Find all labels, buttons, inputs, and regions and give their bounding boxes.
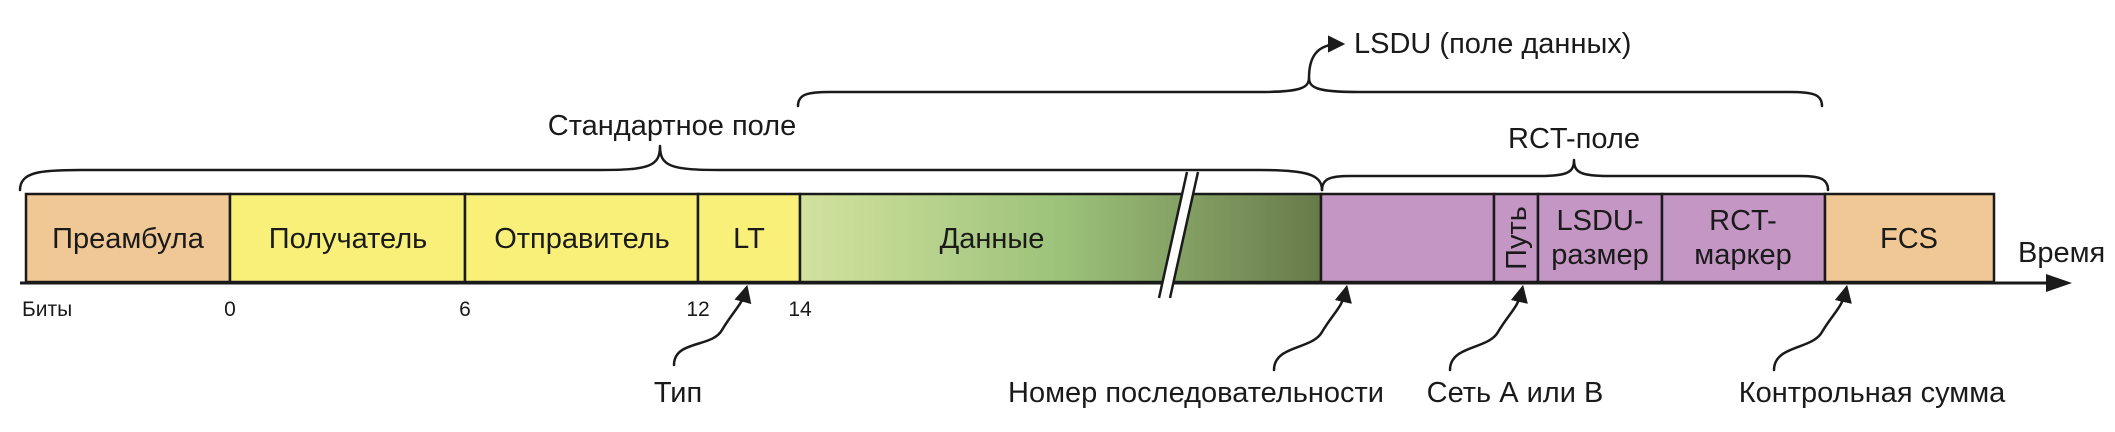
annotation-network: Сеть А или В [1427, 377, 1604, 409]
field-rct-marker-label-line2: маркер [1694, 239, 1791, 271]
annotation-type: Тип [654, 377, 702, 409]
field-sequence [1319, 192, 1496, 284]
checksum-arrow [1772, 284, 1852, 372]
brace-standard-field [18, 144, 1324, 192]
field-receiver [228, 192, 467, 284]
data-break-line-left [1157, 171, 1189, 299]
field-lsdu-size-label-line1: LSDU- [1556, 205, 1643, 237]
field-preamble-label: Преамбула [52, 223, 205, 255]
brace-lsdu-field [796, 76, 1824, 108]
bits-label: Биты [22, 298, 72, 321]
field-lsdu-size-label-line2: размер [1551, 239, 1648, 271]
network-arrow [1448, 284, 1528, 372]
field-lt-label: LT [733, 223, 765, 255]
lsdu-arrow [1307, 35, 1346, 80]
brace-standard-label: Стандартное поле [548, 110, 796, 142]
sequence-arrow [1272, 284, 1352, 372]
annotation-sequence: Номер последовательности [1008, 377, 1384, 409]
field-fcs-label: FCS [1880, 223, 1938, 255]
field-data [798, 192, 1323, 284]
bit-mark-6: 6 [459, 298, 471, 321]
field-sender [463, 192, 700, 284]
field-fcs [1823, 192, 1996, 284]
field-data-label: Данные [940, 223, 1045, 255]
data-break-gap [1159, 172, 1198, 298]
brace-lsdu-label: LSDU (поле данных) [1354, 28, 1631, 60]
type-arrow [672, 284, 752, 367]
field-path-label: Путь [1501, 206, 1533, 270]
field-receiver-label: Получатель [269, 223, 428, 255]
data-break-line-right [1168, 171, 1200, 299]
brace-rct-label: RCT-поле [1508, 123, 1640, 155]
bit-mark-0: 0 [224, 298, 236, 321]
annotation-checksum: Контрольная сумма [1739, 377, 2006, 409]
field-rct-marker-label-line1: RCT- [1709, 205, 1777, 237]
time-axis-label: Время [2018, 237, 2105, 269]
brace-rct-field [1320, 158, 1830, 192]
bit-mark-14: 14 [788, 298, 812, 321]
time-axis-arrowhead [2046, 274, 2072, 292]
field-sender-label: Отправитель [494, 223, 670, 255]
bit-mark-12: 12 [686, 298, 709, 321]
